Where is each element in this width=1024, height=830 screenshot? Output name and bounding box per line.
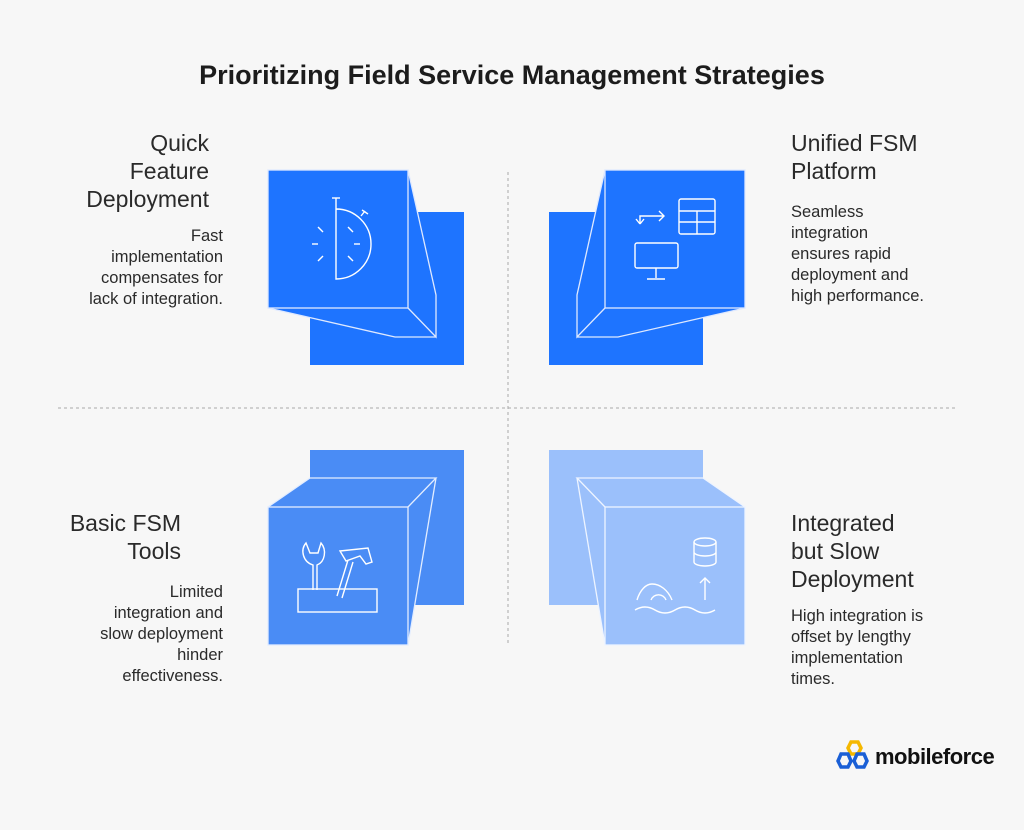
quadrant-title-integrated-but-slow: Integrated but Slow Deployment — [791, 509, 914, 593]
logo-mark-icon — [836, 740, 869, 769]
quadrant-desc-integrated-but-slow: High integration is offset by lengthy im… — [791, 606, 923, 690]
title-line: Basic FSM — [69, 510, 181, 536]
toolbox-icon — [297, 541, 378, 613]
desc-line: implementation — [791, 649, 903, 667]
desc-line: deployment and — [791, 266, 909, 284]
desc-line: High integration is — [791, 607, 924, 625]
cube-integrated-but-slow — [549, 450, 746, 646]
desc-line: hinder — [177, 646, 223, 664]
quadrant-title-quick-feature-deployment: Quick Feature Deployment — [86, 129, 209, 213]
logo-text: mobileforce — [875, 744, 995, 769]
desc-line: integration — [791, 224, 869, 242]
title-line: Platform — [791, 158, 877, 184]
title-line: Tools — [127, 538, 181, 564]
desc-line: Limited — [169, 583, 223, 601]
cube-quick-feature-deployment — [267, 169, 464, 365]
desc-line: times. — [791, 670, 836, 688]
desc-line: integration and — [113, 604, 223, 622]
title-line: Feature — [129, 158, 209, 184]
title-line: Unified FSM — [791, 130, 918, 156]
desc-line: implementation — [111, 248, 223, 266]
desc-line: lack of integration. — [89, 290, 223, 308]
desc-line: offset by lengthy — [791, 628, 911, 646]
desc-line: Seamless — [791, 203, 864, 221]
database-gear-icon — [634, 537, 717, 614]
desc-line: ensures rapid — [791, 245, 891, 263]
page-title: Prioritizing Field Service Management St… — [199, 60, 825, 90]
desc-line: effectiveness. — [122, 667, 223, 685]
quadrant-desc-unified-fsm-platform: Seamless integration ensures rapid deplo… — [791, 202, 924, 307]
quadrant-desc-basic-fsm-tools: Limited integration and slow deployment … — [100, 582, 223, 687]
title-line: Deployment — [86, 186, 209, 212]
mobileforce-logo: mobileforce — [835, 740, 995, 774]
title-line: but Slow — [791, 538, 880, 564]
title-line: Quick — [150, 130, 209, 156]
quadrant-title-basic-fsm-tools: Basic FSM Tools — [70, 509, 181, 565]
title-line: Integrated — [791, 510, 895, 536]
sync-table-monitor-icon — [634, 198, 716, 280]
quadrant-title-unified-fsm-platform: Unified FSM Platform — [791, 129, 918, 185]
quadrant-desc-quick-feature-deployment: Fast implementation compensates for lack… — [89, 226, 223, 310]
desc-line: Fast — [190, 227, 223, 245]
stopwatch-icon — [312, 197, 372, 280]
desc-line: compensates for — [101, 269, 223, 287]
cube-unified-fsm-platform — [549, 169, 746, 365]
desc-line: slow deployment — [100, 625, 223, 643]
desc-line: high performance. — [791, 287, 924, 305]
title-line: Deployment — [791, 566, 914, 592]
cube-basic-fsm-tools — [267, 450, 464, 646]
